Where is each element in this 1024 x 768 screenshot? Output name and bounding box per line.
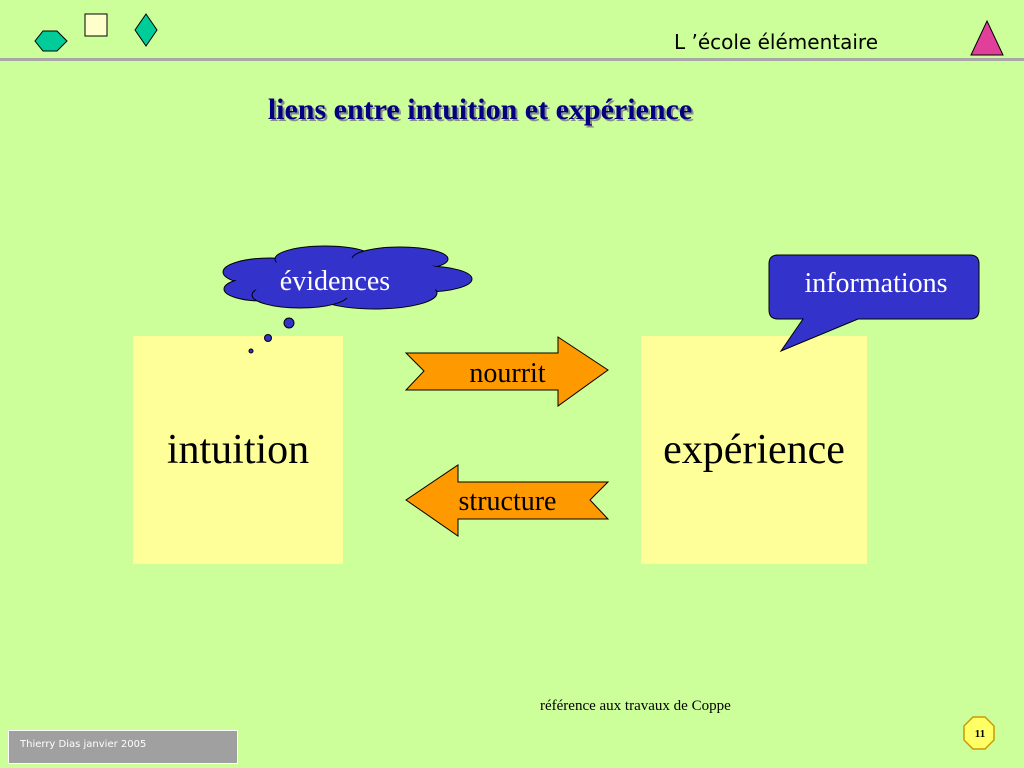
page-number: 11 (974, 728, 986, 740)
header-title: L ’école élémentaire (674, 30, 878, 54)
slide-title: liens entre intuition et expérience (267, 93, 693, 126)
speech-bubble-icon (768, 254, 980, 353)
evidences-label: évidences (279, 266, 391, 297)
header-shapes (34, 13, 1004, 56)
informations-label: informations (804, 268, 948, 299)
experience-label: expérience (663, 427, 845, 473)
page-number-badge-icon (963, 716, 995, 750)
footer-author-date: Thierry Dias janvier 2005 (20, 739, 147, 750)
structure-label: structure (458, 486, 557, 517)
triangle-icon (970, 19, 1004, 56)
reference-note: référence aux travaux de Coppe (540, 698, 731, 714)
hexagon-icon (34, 30, 68, 52)
arrow-right-icon (404, 336, 609, 407)
header-divider (0, 58, 1024, 61)
footer-box: Thierry Dias janvier 2005 (8, 730, 238, 764)
nourrit-label: nourrit (469, 358, 546, 389)
arrow-left-icon (405, 464, 610, 537)
intuition-label: intuition (166, 427, 310, 473)
square-icon (84, 13, 108, 37)
thought-cloud-icon (222, 245, 473, 354)
diamond-icon (134, 13, 158, 47)
intuition-box: intuition (133, 336, 343, 564)
experience-box: expérience (641, 336, 867, 564)
